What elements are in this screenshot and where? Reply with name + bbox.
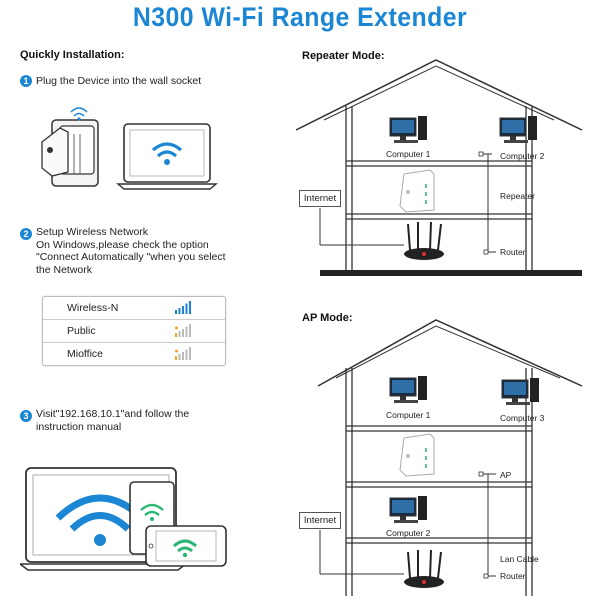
network-name: Wireless-N	[67, 302, 119, 314]
signal-strength-full-icon	[175, 301, 191, 314]
step-1-number: 1	[20, 75, 32, 87]
step-2-line-1: Setup Wireless Network	[36, 226, 149, 238]
computer-1-label: Computer 1	[386, 410, 431, 420]
network-name: Mioffice	[67, 348, 103, 360]
signal-strength-weak-icon	[175, 347, 191, 360]
computer-3-icon	[501, 378, 539, 405]
ap-mode-diagram: Computer 1 Computer 3 AP Computer 2 Lan …	[317, 319, 583, 596]
laptop-wifi-icon	[116, 123, 218, 190]
computer-1-icon	[389, 116, 427, 143]
router-icon	[404, 549, 444, 588]
repeater-mode-diagram: Computer 1 Computer 2 Repeater Router	[296, 59, 583, 276]
computer-2-icon	[389, 496, 427, 523]
signal-strength-weak-icon	[175, 324, 191, 337]
house-roof	[296, 59, 583, 131]
devices-illustration	[20, 467, 227, 571]
plug-device-illustration	[41, 107, 218, 190]
network-row[interactable]: Mioffice	[43, 343, 225, 366]
computer-1-icon	[389, 376, 427, 403]
wireless-network-list: Wireless-N Public Mioffice	[42, 296, 226, 366]
computer-2-label: Computer 2	[386, 528, 431, 538]
ap-device-icon	[399, 433, 435, 477]
repeater-mode-heading: Repeater Mode:	[302, 50, 385, 62]
repeater-device-icon	[399, 169, 435, 213]
step-2-line-3: "Connect Automatically "when you select	[36, 251, 226, 263]
step-3-line-1: Visit"192.168.10.1"and follow the	[36, 408, 190, 420]
internet-box: Internet	[299, 190, 341, 207]
step-2-line-4: the Network	[36, 263, 93, 276]
ap-mode-heading: AP Mode:	[302, 312, 353, 324]
page-title: N300 Wi-Fi Range Extender	[132, 2, 468, 32]
network-row[interactable]: Public	[43, 320, 225, 343]
step-2-line-2: On Windows,please check the option	[36, 238, 209, 251]
network-row[interactable]: Wireless-N	[43, 297, 225, 320]
wall-socket-icon	[41, 107, 99, 187]
router-label: Router	[500, 571, 526, 581]
step-3-line-2: instruction manual	[36, 420, 122, 433]
step-1-text: Plug the Device into the wall socket	[36, 75, 202, 87]
step-2-number: 2	[20, 228, 32, 240]
computer-2-label: Computer 2	[500, 151, 545, 161]
lan-cable-label: Lan Cable	[500, 554, 539, 564]
house-roof-inner	[335, 325, 561, 379]
computer-3-label: Computer 3	[500, 413, 545, 423]
phone-wifi-icon	[145, 525, 227, 567]
network-name: Public	[67, 325, 96, 337]
internet-box: Internet	[299, 512, 341, 529]
computer-1-label: Computer 1	[386, 149, 431, 159]
house-roof-inner	[323, 65, 555, 121]
repeater-label: Repeater	[500, 191, 535, 201]
computer-2-icon	[499, 116, 537, 143]
router-icon	[404, 221, 444, 260]
house-roof	[317, 319, 583, 387]
house-ground	[320, 270, 582, 276]
ap-label: AP	[500, 470, 512, 480]
installation-heading: Quickly Installation:	[20, 49, 125, 61]
step-3-number: 3	[20, 410, 32, 422]
router-label: Router	[500, 247, 526, 257]
